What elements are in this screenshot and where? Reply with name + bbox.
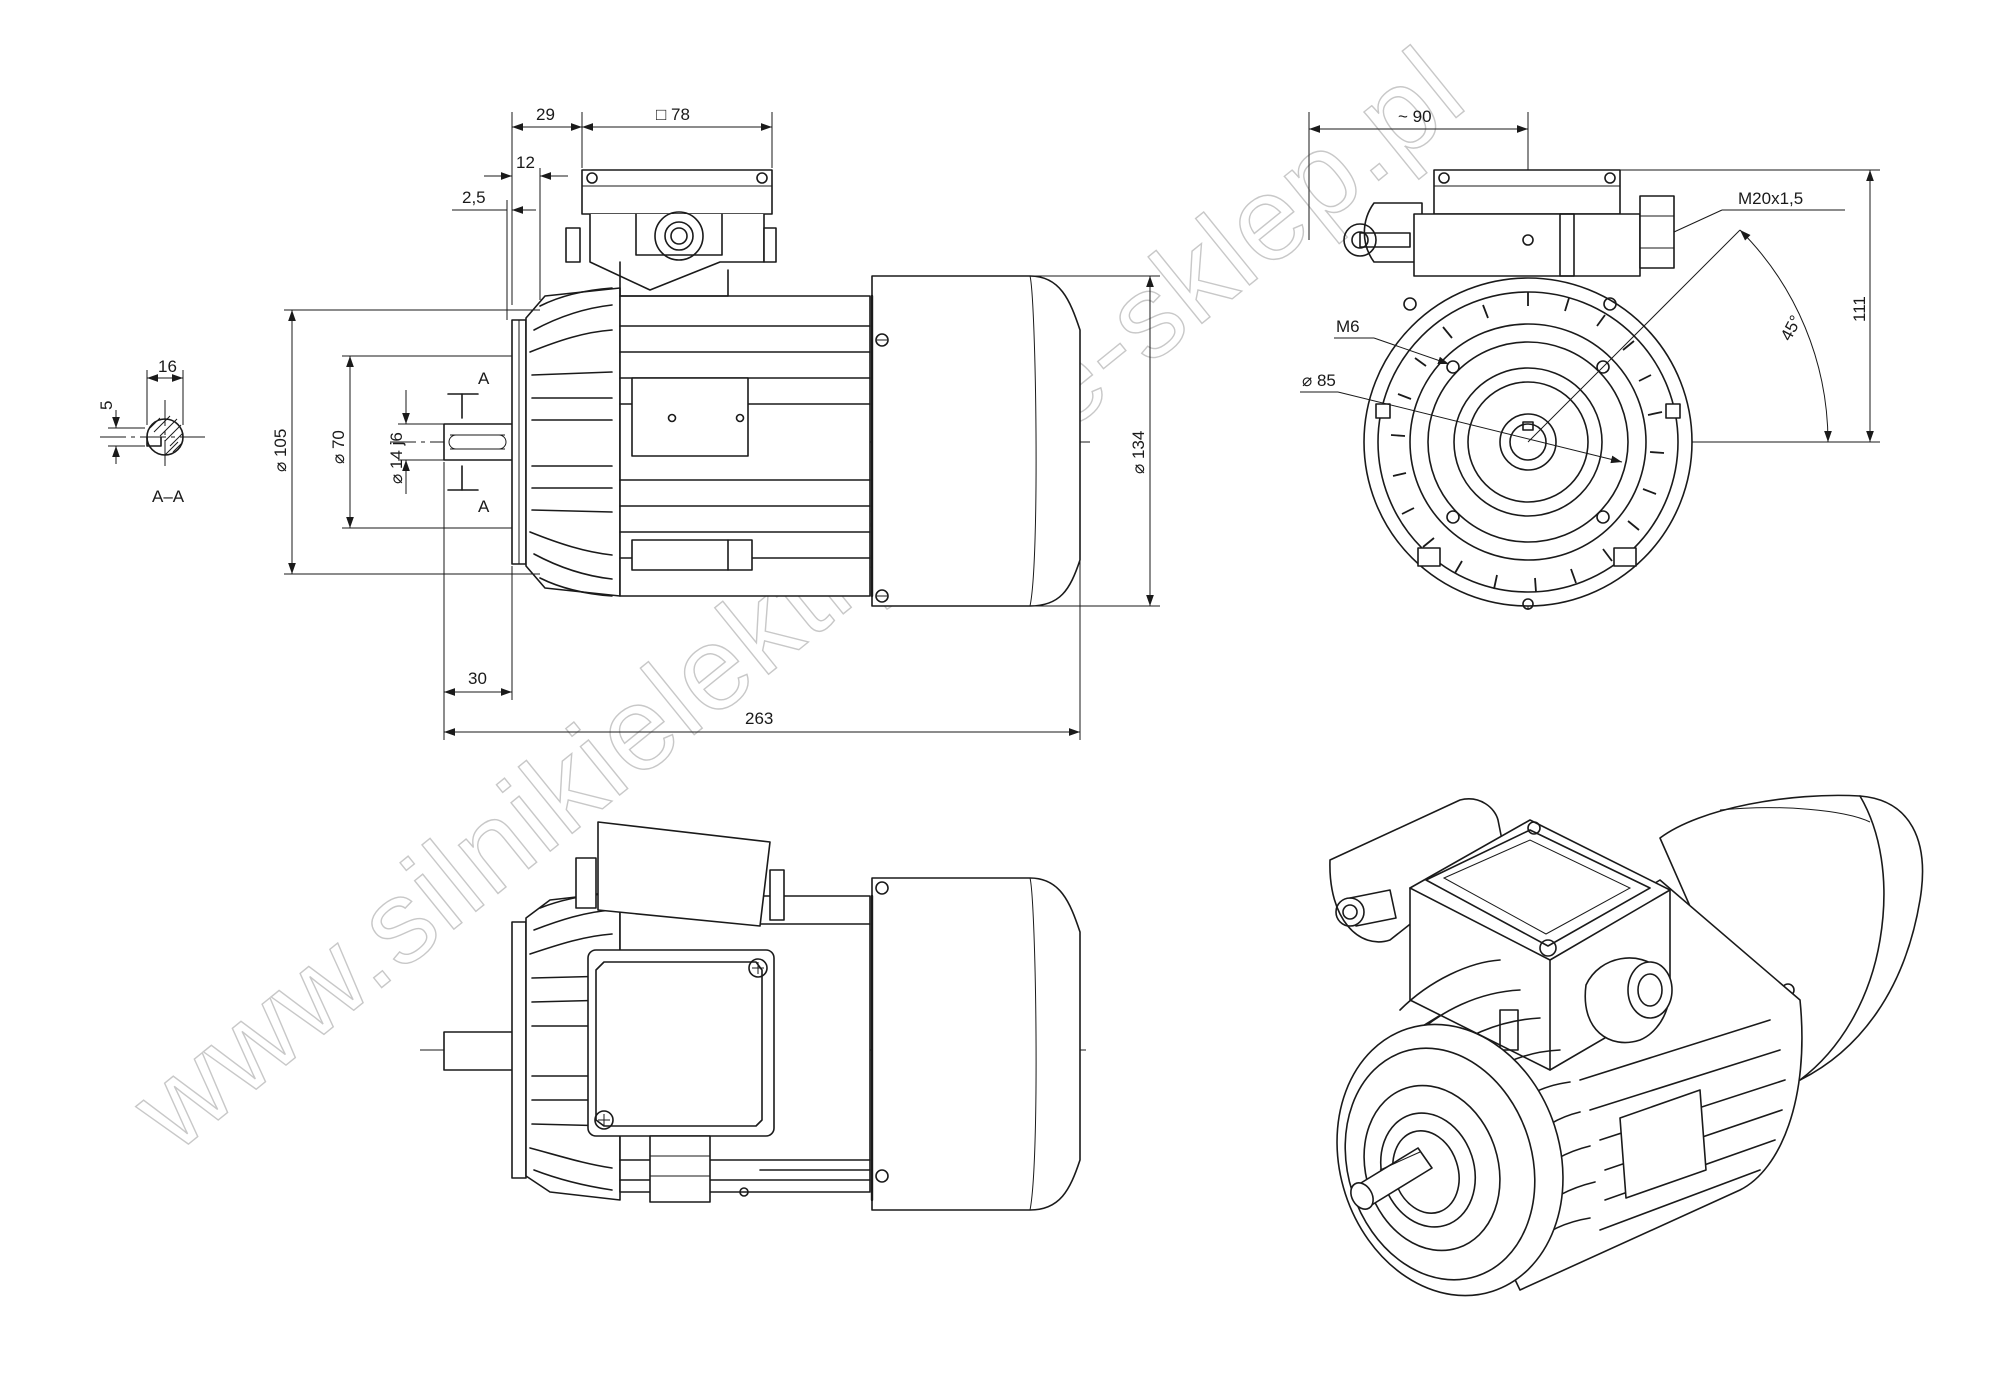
dim-78-label: □ 78 xyxy=(656,105,690,124)
section-a-a: 16 5 A–A xyxy=(97,357,205,506)
dim-90-label: ~ 90 xyxy=(1398,107,1432,126)
isometric-view xyxy=(1329,794,1924,1297)
dim-70-label: ⌀ 70 xyxy=(329,430,348,464)
dim-12-label: 12 xyxy=(516,153,535,172)
section-width-label: 16 xyxy=(158,357,177,376)
section-key-depth-label: 5 xyxy=(97,401,116,410)
dim-30-label: 30 xyxy=(468,669,487,688)
section-mark-bottom: A xyxy=(478,497,490,516)
m6-label: M6 xyxy=(1336,317,1360,336)
dim-134-label: ⌀ 134 xyxy=(1129,431,1148,474)
dim-29-label: 29 xyxy=(536,105,555,124)
thread-label: M20x1,5 xyxy=(1738,189,1803,208)
dim-105-label: ⌀ 105 xyxy=(271,429,290,472)
dim-14j6-label: ⌀ 14 j6 xyxy=(387,432,406,484)
dim-263-label: 263 xyxy=(745,709,773,728)
side-view: A A 29 □ 78 12 2,5 ⌀ 105 ⌀ 70 xyxy=(271,105,1160,740)
dim-2-5-label: 2,5 xyxy=(462,188,486,207)
top-view xyxy=(420,821,1090,1211)
dim-85-label: ⌀ 85 xyxy=(1302,371,1336,390)
angle-label: 45° xyxy=(1777,312,1806,344)
section-mark-top: A xyxy=(478,369,490,388)
dim-111-label: 111 xyxy=(1850,296,1869,322)
section-title: A–A xyxy=(152,487,185,506)
